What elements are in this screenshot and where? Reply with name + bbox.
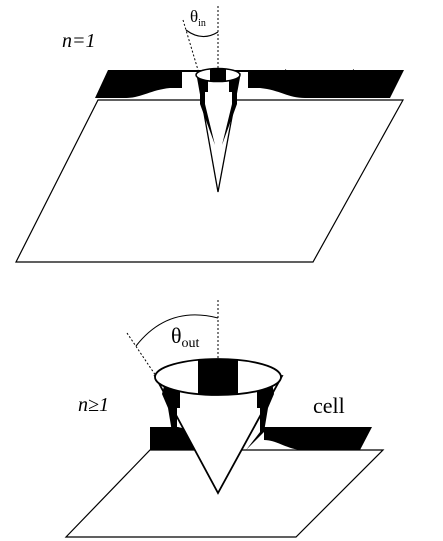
top-surface bbox=[15, 99, 405, 263]
panel-top: θin n=1 entry aperture bbox=[15, 6, 405, 263]
n-equals-1-label: n=1 bbox=[62, 30, 96, 52]
exit-cone-wall-right bbox=[246, 382, 274, 450]
entry-cone-walls-right bbox=[222, 78, 239, 145]
entry-aperture-label: entry aperture bbox=[262, 62, 385, 87]
theta-in-label: θin bbox=[190, 7, 206, 29]
top-slab bbox=[95, 70, 404, 98]
top-tilted-axis bbox=[182, 19, 199, 71]
cell-label: cell bbox=[313, 393, 345, 418]
cell-opening-fill bbox=[198, 359, 238, 395]
top-angle-arc bbox=[185, 29, 219, 38]
exit-cone-wall-left bbox=[162, 382, 190, 450]
panel-bottom: θout n≥1 cell bbox=[64, 300, 385, 538]
n-geq-1-label: n≥1 bbox=[78, 394, 109, 416]
bottom-tilted-axis bbox=[126, 332, 157, 377]
bottom-slab-right bbox=[264, 427, 372, 450]
entry-aperture-fill bbox=[210, 69, 226, 81]
theta-out-label: θout bbox=[171, 323, 200, 351]
entry-cone-walls bbox=[198, 78, 215, 145]
bottom-angle-arc bbox=[135, 314, 219, 347]
